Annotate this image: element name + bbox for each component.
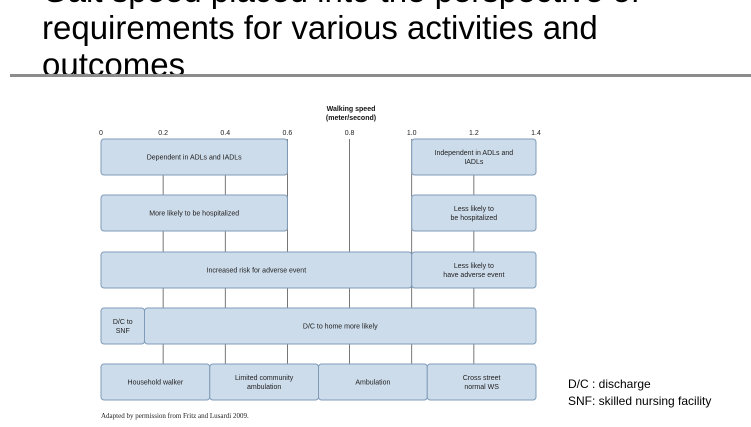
legend-snf: SNF: skilled nursing facility <box>568 394 712 408</box>
range-box <box>411 251 537 289</box>
range-box-label: SNF <box>116 328 130 335</box>
range-box <box>100 307 145 345</box>
axis-unit: (meter/second) <box>326 115 376 122</box>
credit-note: Adapted by permission from Fritz and Lus… <box>101 412 249 420</box>
legend-discharge: D/C : discharge <box>568 377 651 391</box>
axis-tick-label: 0 <box>99 130 103 137</box>
range-box-label: D/C to home more likely <box>303 324 378 331</box>
axis-tick-label: 1.4 <box>531 130 541 137</box>
range-box-label: Limited community <box>235 375 294 382</box>
range-box-label: D/C to <box>113 319 133 326</box>
axis-tick-label: 1.2 <box>469 130 479 137</box>
range-box <box>209 363 319 401</box>
range-box-label: Cross street <box>463 375 501 382</box>
range-box-label: Less likely to <box>454 263 494 270</box>
range-box-label: Less likely to <box>454 206 494 213</box>
range-box-label: ambulation <box>247 384 281 391</box>
range-box-label: have adverse event <box>443 272 504 279</box>
range-box <box>100 194 288 232</box>
range-box-label: Ambulation <box>355 380 390 387</box>
range-box <box>144 307 537 345</box>
range-box-label: Household walker <box>128 380 184 387</box>
range-box-label: normal WS <box>464 384 499 391</box>
range-boxes: Dependent in ADLs and IADLs Independent i… <box>100 138 537 401</box>
axis-tick-label: 0.4 <box>220 130 230 137</box>
abbreviation-legend: D/C : discharge SNF: skilled nursing fac… <box>568 376 711 410</box>
axis-tick-label: 1.0 <box>407 130 417 137</box>
axis-tick-label: 0.2 <box>158 130 168 137</box>
speed-axis: Walking speed (meter/second) 0 0.2 0.4 0.6 0… <box>99 106 541 137</box>
range-box-label: Independent in ADLs and <box>435 150 514 157</box>
axis-title: Walking speed <box>327 106 376 113</box>
range-box-label: be hospitalized <box>451 215 498 222</box>
range-box-label: Increased risk for adverse event <box>207 268 307 275</box>
axis-tick-label: 0.6 <box>283 130 293 137</box>
axis-tick-label: 0.8 <box>345 130 355 137</box>
range-box <box>100 138 288 176</box>
range-box-label: IADLs <box>464 159 484 166</box>
range-box-label: More likely to be hospitalized <box>149 211 239 218</box>
title-divider <box>10 74 751 77</box>
range-box <box>426 363 537 401</box>
range-box <box>411 194 537 232</box>
range-box-label: Dependent in ADLs and IADLs <box>147 155 242 162</box>
range-box <box>411 138 537 176</box>
